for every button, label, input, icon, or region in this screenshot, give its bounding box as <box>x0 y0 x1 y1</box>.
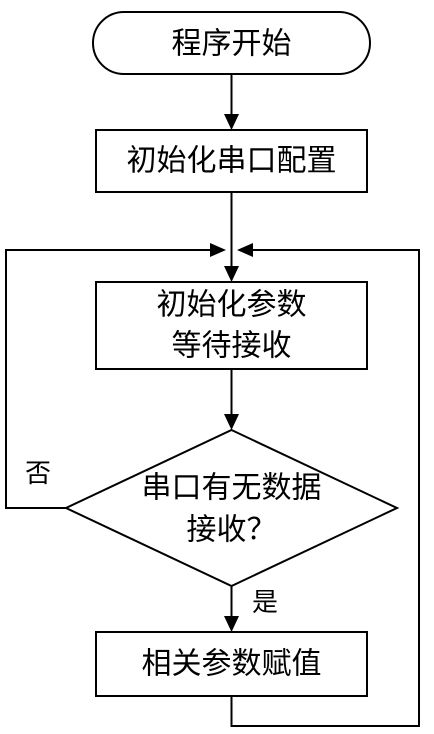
decision-node: 串口有无数据 接收？ <box>63 428 400 588</box>
arrowhead-icon <box>224 114 239 130</box>
assign-node: 相关参数赋值 <box>95 631 368 697</box>
branch-no-label: 否 <box>25 459 51 489</box>
arrow-init-serial-to-init-params <box>224 192 239 282</box>
arrowhead-icon <box>210 243 226 257</box>
decision-diamond <box>63 428 400 588</box>
arrowhead-icon <box>224 414 239 430</box>
decision-label-line1: 串口有无数据 <box>142 471 322 506</box>
decision-label-line2: 接收？ <box>187 513 277 548</box>
arrow-decision-no-loop <box>5 243 226 509</box>
init-serial-box <box>95 129 368 193</box>
arrow-init-params-to-decision <box>224 369 239 430</box>
arrow-assign-loop-back <box>230 243 420 727</box>
assign-label: 相关参数赋值 <box>142 647 322 682</box>
start-node: 程序开始 <box>92 11 371 75</box>
arrow-start-to-init-serial <box>224 74 239 130</box>
start-label: 程序开始 <box>172 27 292 62</box>
arrowhead-icon <box>224 266 239 282</box>
arrowhead-icon <box>237 243 253 257</box>
init-params-node: 初始化参数 等待接收 <box>95 281 368 370</box>
arrow-decision-yes <box>224 586 239 632</box>
init-params-label-line1: 初始化参数 <box>157 288 307 323</box>
arrowhead-icon <box>224 616 239 632</box>
init-serial-label: 初始化串口配置 <box>127 144 337 179</box>
branch-yes-label: 是 <box>252 588 278 618</box>
init-params-label-line2: 等待接收 <box>172 329 292 364</box>
init-serial-node: 初始化串口配置 <box>95 129 368 193</box>
